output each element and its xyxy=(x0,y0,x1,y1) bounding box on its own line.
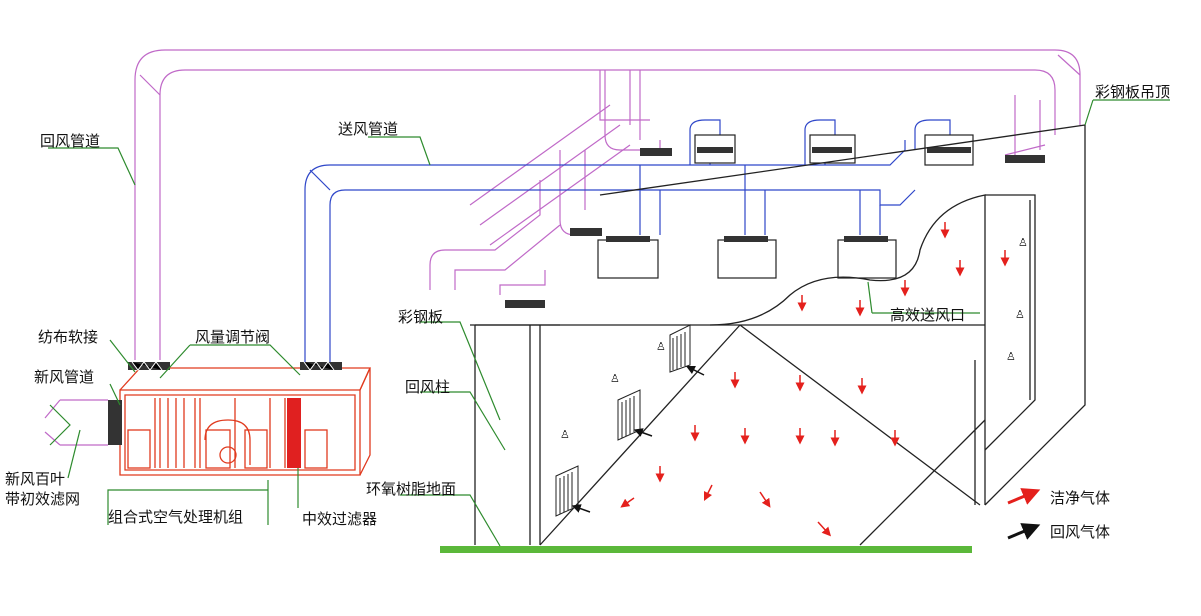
legend-clean-air: 洁净气体 xyxy=(1007,488,1110,507)
person-icon: ♙ xyxy=(1006,350,1016,363)
leader-lines xyxy=(48,99,1170,547)
label-epoxy-floor: 环氧树脂地面 xyxy=(366,480,456,498)
return-air-arrow-icon xyxy=(1007,523,1041,540)
person-icon: ♙ xyxy=(656,340,666,353)
label-steel-ceiling: 彩钢板吊顶 xyxy=(1095,83,1170,101)
cleanroom-structure xyxy=(470,124,1086,546)
label-return-column: 回风柱 xyxy=(405,378,450,396)
fresh-air-louver xyxy=(44,399,122,446)
legend-return-air-label: 回风气体 xyxy=(1050,523,1110,541)
label-supply-duct: 送风管道 xyxy=(338,120,398,138)
fabric-joint xyxy=(128,361,342,371)
label-hepa-outlet: 高效送风口 xyxy=(890,306,965,324)
label-ahu: 组合式空气处理机组 xyxy=(108,508,243,526)
hepa-diffuser xyxy=(809,134,856,164)
hepa-diffuser xyxy=(924,134,974,166)
legend: 洁净气体 回风气体 xyxy=(1007,488,1110,541)
air-handling-unit xyxy=(119,367,372,476)
return-grille xyxy=(505,300,545,308)
medium-filter-block xyxy=(287,398,301,468)
legend-return-air: 回风气体 xyxy=(1007,523,1110,541)
hepa-diffuser xyxy=(717,236,777,279)
person-icon: ♙ xyxy=(610,372,620,385)
return-grille xyxy=(1005,155,1045,163)
label-fresh-duct: 新风管道 xyxy=(34,368,94,386)
supply-duct xyxy=(304,119,951,362)
return-air-arrows xyxy=(571,365,705,513)
clean-air-arrows xyxy=(620,222,1010,537)
legend-clean-air-label: 洁净气体 xyxy=(1050,489,1110,507)
label-steel-panel: 彩钢板 xyxy=(398,308,443,326)
label-damper: 风量调节阀 xyxy=(195,328,270,346)
person-icon: ♙ xyxy=(560,428,570,441)
return-vent xyxy=(669,324,691,373)
return-grille xyxy=(570,228,602,236)
label-medium-filter: 中效过滤器 xyxy=(302,510,377,528)
person-icon: ♙ xyxy=(1015,308,1025,321)
hepa-diffuser xyxy=(694,134,736,164)
label-louver-line1: 新风百叶 xyxy=(5,470,65,488)
hepa-diffuser xyxy=(597,236,659,279)
clean-air-arrow-icon xyxy=(1007,488,1041,505)
person-icon: ♙ xyxy=(1018,236,1028,249)
return-vent xyxy=(617,389,641,441)
hepa-diffuser xyxy=(837,236,897,279)
epoxy-floor xyxy=(440,546,972,553)
return-vent xyxy=(555,465,579,517)
label-fabric-joint: 纺布软接 xyxy=(38,328,98,346)
label-return-duct: 回风管道 xyxy=(40,132,100,150)
return-duct xyxy=(134,49,1081,360)
label-louver-line2: 带初效滤网 xyxy=(5,490,80,508)
return-grille xyxy=(640,148,672,156)
